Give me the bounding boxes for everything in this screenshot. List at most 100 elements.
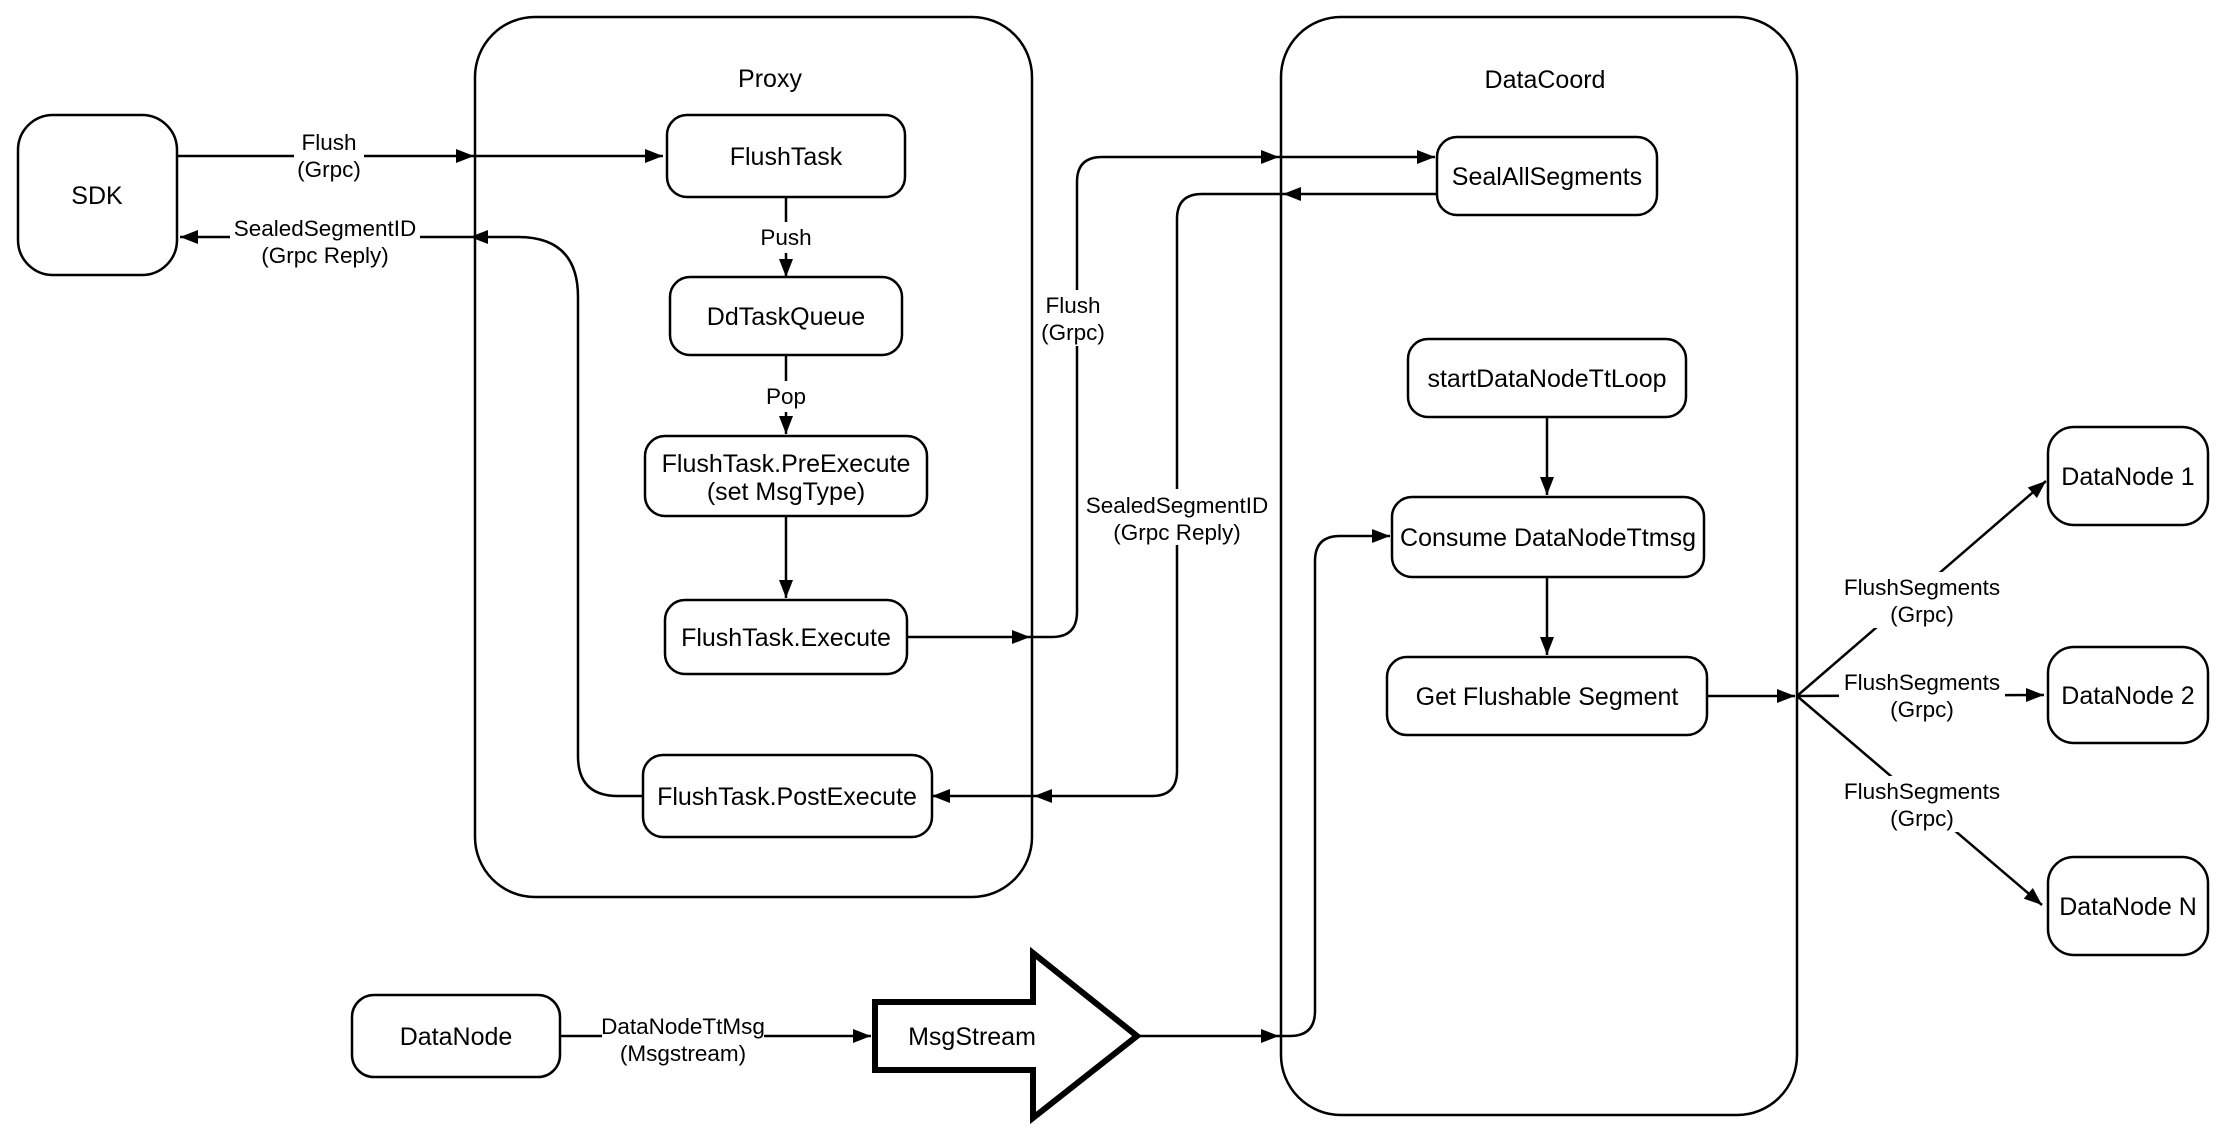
node-ddtaskqueue: DdTaskQueue (668, 275, 904, 357)
node-sealallsegments: SealAllSegments (1435, 135, 1659, 217)
node-flushtask-preexecute: FlushTask.PreExecute (set MsgType) (643, 434, 929, 518)
arrowhead (456, 149, 474, 163)
edge-label-flush-grpc-sdk: Flush (Grpc) (294, 127, 364, 183)
edge-label-line: (Grpc) (1890, 806, 1954, 831)
node-consume-datanodettmsg: Consume DataNodeTtmsg (1390, 495, 1706, 579)
node-shape (2046, 645, 2210, 745)
node-label: DataNode (400, 1023, 513, 1051)
label-bg (1082, 489, 1272, 545)
arrowhead (1261, 150, 1279, 164)
edge-label-line: (Grpc) (1041, 320, 1105, 345)
edge-label-flushsegments-3: FlushSegments (Grpc) (1839, 776, 2005, 832)
node-label: SDK (71, 182, 123, 210)
label-bg (294, 127, 364, 183)
node-sdk: SDK (16, 113, 179, 277)
msgstream-block-arrow (872, 946, 1142, 1125)
arrowhead (1417, 150, 1435, 164)
node-msgstream: MsgStream (872, 946, 1142, 1125)
node-label: FlushTask.PostExecute (657, 783, 917, 811)
node-flushtask-execute: FlushTask.Execute (663, 598, 909, 676)
edge-label-line: FlushSegments (1844, 779, 2000, 804)
node-shape (1390, 495, 1706, 579)
node-startdatanodettloop: startDataNodeTtLoop (1406, 337, 1688, 419)
edge-label-datanodettmsg: DataNodeTtMsg (Msgstream) (601, 1010, 765, 1066)
arrowhead (1372, 529, 1390, 543)
node-label: Consume DataNodeTtmsg (1400, 524, 1696, 552)
edge-label-line: DataNodeTtMsg (601, 1014, 765, 1039)
edge-label-line: FlushSegments (1844, 670, 2000, 695)
edge-label-line: SealedSegmentID (1086, 493, 1269, 518)
node-datanode-n: DataNode N (2046, 855, 2210, 957)
node-datanode-bottom: DataNode (350, 993, 562, 1079)
label-bg (1839, 667, 2005, 723)
proxy-container (473, 15, 1034, 899)
node-shape (2046, 425, 2210, 527)
edge-label-line: Push (760, 225, 811, 250)
node-shape (16, 113, 179, 277)
edge-label-sealedsegmentid-datacoord: SealedSegmentID (Grpc Reply) (1082, 489, 1272, 545)
node-label: FlushTask.PreExecute (662, 450, 911, 478)
arrowhead (2023, 887, 2042, 905)
node-datanode-1: DataNode 1 (2046, 425, 2210, 527)
node-datanode-2: DataNode 2 (2046, 645, 2210, 745)
label-bg (1038, 290, 1108, 346)
edge-label-push: Push (753, 222, 819, 253)
label-bg (1839, 572, 2005, 628)
node-shape (665, 113, 907, 199)
node-shape (1385, 655, 1709, 737)
edge-postexecute-to-sdk (180, 235, 643, 798)
arrowhead (932, 789, 950, 803)
proxy-container-title: Proxy (738, 65, 802, 93)
arrowhead (1012, 630, 1030, 644)
node-shape (643, 434, 929, 518)
node-shape (663, 598, 909, 676)
arrowhead (1283, 187, 1301, 201)
arrowhead (779, 416, 793, 434)
label-bg (230, 212, 420, 268)
edge-label-line: FlushSegments (1844, 575, 2000, 600)
label-bg (753, 222, 819, 253)
node-label: FlushTask.Execute (681, 624, 891, 652)
edge-msgstream-to-consume (1137, 534, 1390, 1038)
edge-label-line: SealedSegmentID (234, 216, 417, 241)
node-label: Get Flushable Segment (1416, 683, 1679, 711)
edge-label-line: (Grpc) (1890, 602, 1954, 627)
node-shape (2046, 855, 2210, 957)
label-bg (759, 381, 813, 412)
node-label: MsgStream (908, 1023, 1036, 1051)
edge-label-pop: Pop (759, 381, 813, 412)
label-bg (1839, 776, 2005, 832)
arrowhead (1540, 477, 1554, 495)
datacoord-container (1279, 15, 1799, 1117)
arrowhead (2026, 688, 2044, 702)
edge-label-line: Flush (301, 130, 356, 155)
node-label: startDataNodeTtLoop (1427, 365, 1666, 393)
node-label: SealAllSegments (1452, 163, 1642, 191)
arrowhead (180, 230, 198, 244)
node-label: (set MsgType) (707, 478, 865, 506)
node-shape (1435, 135, 1659, 217)
node-shape (1406, 337, 1688, 419)
edge-label-flushsegments-2: FlushSegments (Grpc) (1839, 667, 2005, 723)
edge-label-flush-grpc-datacoord: Flush (Grpc) (1038, 290, 1108, 346)
edge-label-line: (Grpc Reply) (1113, 520, 1241, 545)
edge-label-sealedsegmentid-sdk: SealedSegmentID (Grpc Reply) (230, 212, 420, 268)
arrowhead (1540, 637, 1554, 655)
edge-label-line: Pop (766, 384, 806, 409)
edge-execute-to-sealallsegments (907, 155, 1435, 639)
node-shape (641, 753, 934, 839)
node-label: DdTaskQueue (707, 303, 865, 331)
node-label: DataNode N (2059, 893, 2197, 921)
edge-label-flushsegments-1: FlushSegments (Grpc) (1839, 572, 2005, 628)
arrowhead (853, 1029, 871, 1043)
node-label: FlushTask (730, 143, 843, 171)
arrowhead (779, 580, 793, 598)
label-bg (602, 1010, 764, 1066)
node-shape (350, 993, 562, 1079)
edge-label-line: Flush (1045, 293, 1100, 318)
edge-label-line: (Grpc Reply) (261, 243, 389, 268)
arrowhead (1034, 789, 1052, 803)
edge-label-line: (Msgstream) (620, 1041, 746, 1066)
